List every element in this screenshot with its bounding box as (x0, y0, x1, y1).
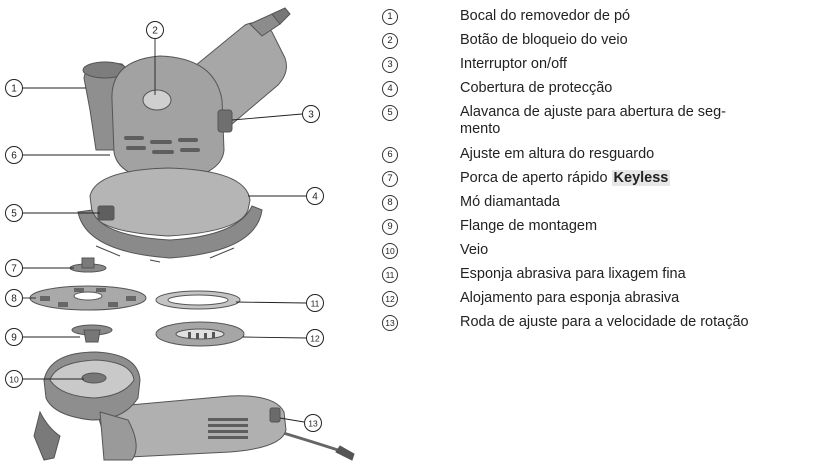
legend-number: 9 (382, 219, 398, 235)
callout-13-label: 13 (308, 419, 318, 429)
legend-text-main: Porca de aperto rápido (460, 170, 612, 186)
callout-4: 4 (306, 187, 324, 205)
legend-text: Roda de ajuste para a velocidade de rota… (460, 314, 749, 330)
accessories-drawing (29, 257, 245, 347)
legend-text: Cobertura de protecção (460, 80, 613, 96)
callout-3: 3 (302, 105, 320, 123)
legend-number: 11 (382, 267, 398, 283)
legend-number: 10 (382, 243, 398, 259)
callout-6: 6 (5, 146, 23, 164)
legend-number: 7 (382, 171, 398, 187)
legend-text: Veio (460, 242, 489, 258)
callout-13: 13 (304, 414, 322, 432)
legend-number: 3 (382, 57, 398, 73)
legend-number: 5 (382, 105, 398, 121)
callout-7-label: 7 (11, 264, 17, 275)
callout-10: 10 (5, 370, 23, 388)
callout-1-label: 1 (11, 84, 17, 95)
legend-number: 6 (382, 147, 398, 163)
callout-9-label: 9 (11, 333, 17, 344)
callout-8-label: 8 (11, 294, 17, 305)
legend-text: Mó diamantada (460, 194, 560, 210)
legend-text: Botão de bloqueio do veio (460, 32, 628, 48)
legend-number: 2 (382, 33, 398, 49)
legend-text: Alavanca de ajuste para abertura de seg- (460, 104, 727, 120)
callout-11-label: 11 (311, 299, 320, 309)
legend-text: mento (460, 121, 501, 137)
legend-text: Bocal do removedor de pó (460, 8, 631, 24)
callouts: 1 2 3 4 5 6 7 8 9 10 11 12 13 (5, 21, 324, 432)
callout-8: 8 (5, 289, 23, 307)
callout-10-label: 10 (9, 375, 19, 385)
grinder-illustration: 1 2 3 4 5 6 7 8 9 10 11 12 13 (5, 7, 355, 461)
callout-6-label: 6 (11, 151, 17, 162)
callout-1: 1 (5, 79, 23, 97)
callout-12-label: 12 (310, 334, 320, 344)
leader-lines (23, 39, 307, 423)
legend-number: 4 (382, 81, 398, 97)
callout-5: 5 (5, 204, 23, 222)
legend-text: Alojamento para esponja abrasiva (460, 290, 680, 306)
legend-text: Porca de aperto rápido Keyless (460, 170, 671, 187)
legend-number: 12 (382, 291, 398, 307)
callout-12: 12 (306, 329, 324, 347)
keyless-highlight: Keyless (611, 170, 671, 186)
legend-text: Interruptor on/off (460, 56, 567, 72)
legend-text: Flange de montagem (460, 218, 598, 234)
callout-5-label: 5 (11, 209, 17, 220)
legend-text: Esponja abrasiva para lixagem fina (460, 266, 686, 282)
callout-2-label: 2 (152, 26, 158, 37)
callout-9: 9 (5, 328, 23, 346)
callout-7: 7 (5, 259, 23, 277)
legend-number: 8 (382, 195, 398, 211)
legend-number: 1 (382, 9, 398, 25)
legend-number: 13 (382, 315, 398, 331)
callout-2: 2 (146, 21, 164, 39)
lower-grinder-drawing (33, 351, 355, 461)
legend-text: Ajuste em altura do resguardo (460, 146, 655, 162)
callout-4-label: 4 (312, 192, 318, 203)
callout-11: 11 (306, 294, 324, 312)
upper-grinder-drawing (77, 7, 291, 263)
callout-3-label: 3 (308, 110, 314, 121)
